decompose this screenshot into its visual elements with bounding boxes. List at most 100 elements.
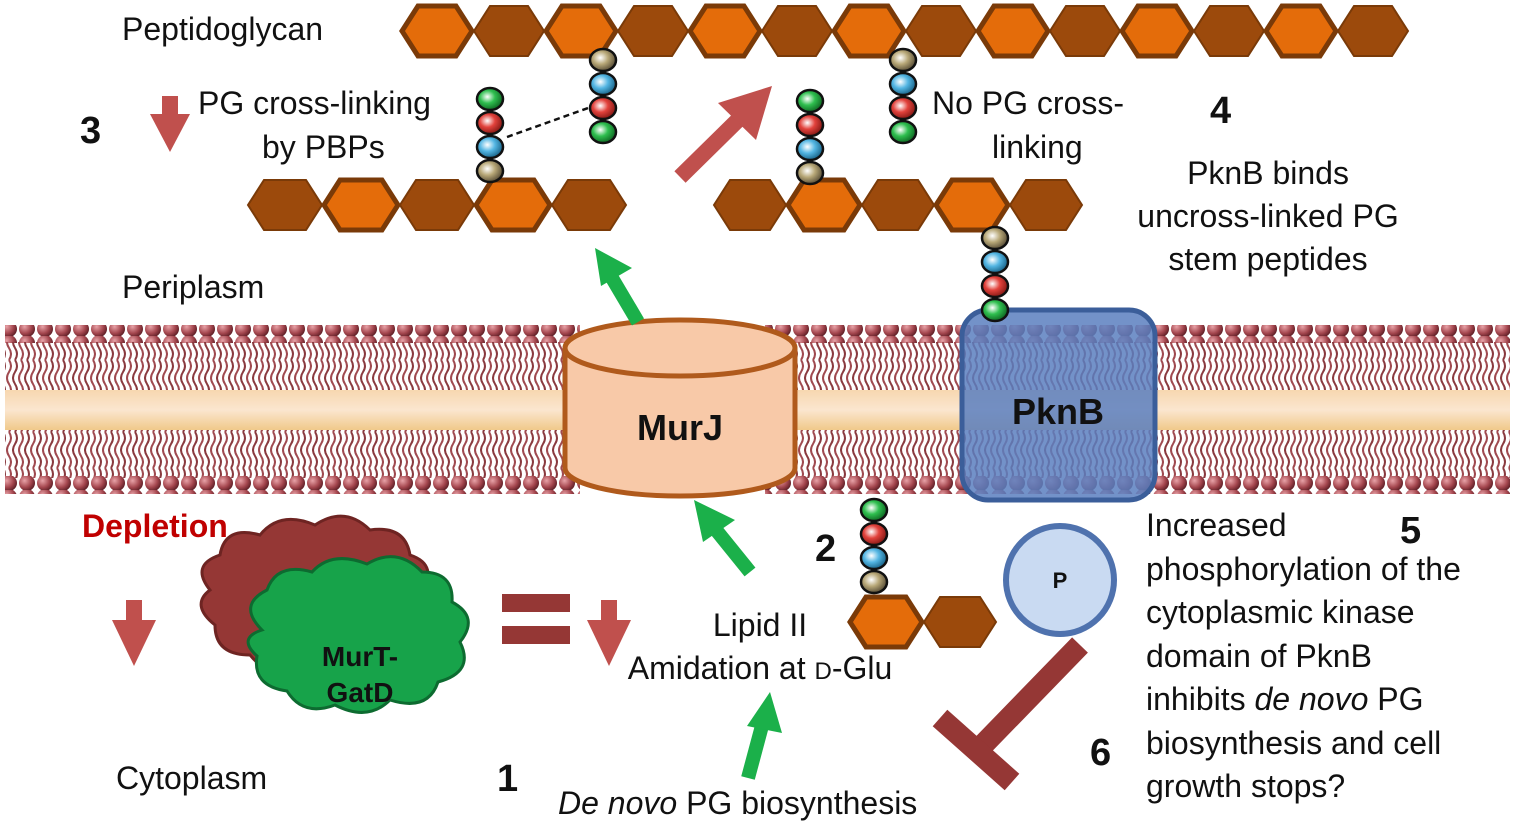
stem-peptide-lipid-ii-residue-2	[859, 521, 889, 547]
lipid-ii-line1: Lipid II	[712, 607, 808, 643]
phosphate-circle: P	[1003, 523, 1117, 637]
amidation-d-letter: D	[814, 658, 832, 686]
murj-protein: MurJ	[562, 317, 798, 499]
depletion-label: Depletion	[82, 508, 228, 544]
stem-peptide-pknb-bound-residue-1	[980, 225, 1010, 251]
pg-top-sugar-14	[1336, 5, 1410, 57]
stem-peptide-top-left-residue-1	[588, 47, 618, 73]
peptidoglycan-label: Peptidoglycan	[122, 11, 324, 47]
inc-line1: Increased	[1146, 507, 1287, 543]
pg-top-sugar-9	[975, 3, 1051, 59]
stem-peptide-pknb-bound-residue-3	[980, 273, 1010, 299]
pknb-protein: PknB	[959, 307, 1158, 503]
stem-peptides	[475, 47, 1010, 595]
inc-line7: growth stops?	[1146, 768, 1346, 805]
pg-mid-left-sugar-2	[321, 177, 401, 233]
pg-mid-right-sugar-2	[785, 177, 863, 233]
denovo-biosynthesis-label: De novo PG biosynthesis	[558, 782, 917, 825]
pg-top-sugar-12	[1192, 5, 1266, 57]
pg-top-sugar-4	[616, 5, 690, 57]
stem-peptide-pknb-bound-residue-2	[980, 249, 1010, 275]
step-5: 5	[1400, 510, 1422, 552]
stem-peptide-pknb-bound	[980, 225, 1010, 323]
stem-peptide-mid-left	[475, 86, 505, 184]
pg-top-sugar-13	[1263, 3, 1339, 59]
pg-mid-right-sugar-3	[860, 179, 936, 231]
pg-crosslinking-line2: by PBPs	[262, 129, 385, 165]
stem-peptide-lipid-ii-residue-1	[859, 497, 889, 523]
stem-peptide-mid-right-residue-2	[795, 112, 825, 138]
peptidoglycan-middle-left-chain	[246, 177, 628, 233]
stem-peptide-top-left-residue-4	[588, 119, 618, 145]
inc-line2: phosphorylation of the	[1146, 550, 1461, 587]
phosphate-label: P	[1053, 568, 1068, 593]
red-down-arrow-right	[587, 600, 631, 666]
stem-peptide-lipid-ii	[859, 497, 889, 595]
step-2: 2	[815, 528, 837, 570]
pknb-binds-line3: stem peptides	[1168, 241, 1368, 278]
stem-peptide-mid-left-residue-3	[475, 134, 505, 160]
amidation-prefix: Amidation at	[627, 650, 815, 687]
crosslink-dashed-line	[506, 106, 589, 139]
stem-peptide-pknb-bound-residue-4	[980, 297, 1010, 323]
red-down-arrow-left	[112, 600, 156, 666]
phosphorylation-text: Increased phosphorylation of the cytopla…	[1146, 504, 1461, 809]
lipid-ii-line2: Amidation at D-Glu	[590, 647, 930, 690]
stem-peptide-mid-left-residue-1	[475, 86, 505, 112]
gatd-label: GatD	[327, 677, 394, 708]
equals-sign	[502, 594, 570, 644]
pg-top-sugar-11	[1119, 3, 1195, 59]
green-arrow-up-from-lipid	[694, 500, 756, 577]
inc-line5-a: inhibits	[1146, 681, 1255, 718]
green-arrow-up-from-denovo	[741, 692, 782, 780]
stem-peptide-top-left-residue-2	[588, 71, 618, 97]
murt-gatd-complex: MurT- GatD	[199, 514, 470, 714]
pg-top-sugar-5	[687, 3, 763, 59]
pg-mid-right-sugar-1	[712, 179, 788, 231]
pknb-binds-line1: PknB binds	[1187, 155, 1349, 191]
inc-line3: cytoplasmic kinase	[1146, 594, 1415, 631]
peptidoglycan-middle-right-chain	[712, 177, 1084, 233]
lipid-ii-sugar-2	[922, 596, 998, 648]
pg-top-sugar-2	[472, 5, 546, 57]
stem-peptide-mid-right-residue-4	[795, 160, 825, 186]
periplasm-label: Periplasm	[122, 269, 265, 305]
pg-mid-right-sugar-5	[1008, 179, 1084, 231]
inc-line5-italic: de novo	[1254, 681, 1369, 718]
membrane-left	[5, 325, 580, 494]
stem-peptide-mid-right-residue-1	[795, 88, 825, 114]
step-1: 1	[497, 758, 519, 800]
pknb-binds-text: PknB binds uncross-linked PG stem peptid…	[1110, 152, 1426, 282]
pg-mid-left-sugar-1	[246, 179, 324, 231]
denovo-rest: PG biosynthesis	[677, 785, 918, 821]
pg-top-sugar-6	[760, 5, 834, 57]
pg-mid-right-sugar-4	[933, 177, 1011, 233]
stem-peptide-top-left-residue-3	[588, 95, 618, 121]
no-pg-crosslinking-line1: No PG cross-	[932, 85, 1125, 121]
stem-peptide-lipid-ii-residue-4	[859, 569, 889, 595]
inhibition-symbol	[932, 637, 1088, 791]
pg-crosslinking-line1: PG cross-linking	[198, 85, 431, 121]
pknb-binds-line2: uncross-linked PG	[1137, 198, 1399, 235]
pg-mid-left-sugar-5	[550, 179, 628, 231]
stem-peptide-top-right-residue-2	[888, 71, 918, 97]
murt-label: MurT-	[322, 641, 398, 672]
lipid-ii-sugar-1	[847, 594, 925, 650]
stem-peptide-top-right-residue-1	[888, 47, 918, 73]
pg-top-sugar-1	[399, 3, 475, 59]
no-pg-crosslinking-line2: linking	[992, 129, 1083, 165]
cytoplasm-label: Cytoplasm	[116, 760, 268, 796]
pg-top-sugar-10	[1048, 5, 1122, 57]
step-4: 4	[1210, 90, 1232, 132]
stem-peptide-mid-right-residue-3	[795, 136, 825, 162]
red-arrow-diagonal	[674, 86, 772, 183]
lipid-ii-text: Lipid II Amidation at D-Glu	[590, 604, 930, 690]
lipid-ii-sugars	[847, 594, 998, 650]
step-3: 3	[80, 110, 102, 152]
inc-line6: biosynthesis and cell	[1146, 724, 1442, 761]
pg-mid-left-sugar-3	[398, 179, 476, 231]
green-arrow-up-left	[595, 248, 645, 326]
inc-line4: domain of PknB	[1146, 637, 1372, 674]
pg-top-sugar-7	[831, 3, 907, 59]
